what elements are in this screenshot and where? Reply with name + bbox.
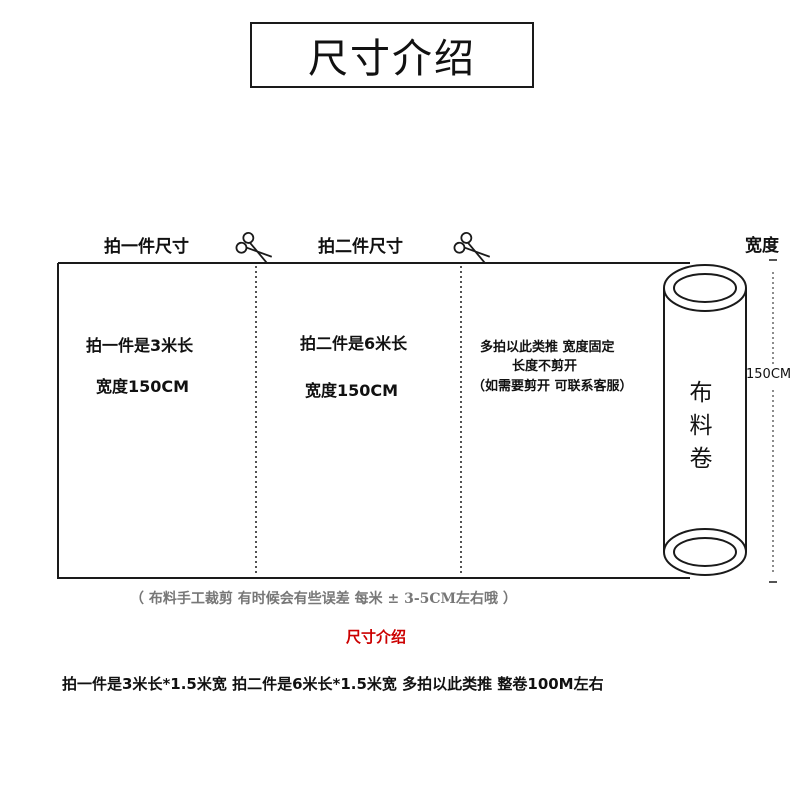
panel1-length: 拍一件是3米长	[86, 332, 193, 356]
panel1-width: 宽度150CM	[96, 373, 189, 397]
panel3-line2: 长度不剪开	[512, 355, 577, 374]
roll-label: 布料卷	[683, 377, 719, 476]
size-intro-subtitle: 尺寸介绍	[346, 626, 406, 647]
panel2-length: 拍二件是6米长	[300, 330, 407, 354]
panel3-line3: （如需要剪开 可联系客服）	[472, 375, 633, 394]
cutting-note: （ 布料手工裁剪 有时候会有些误差 每米 ± 3-5CM左右哦 ）	[130, 588, 517, 608]
panel3-line1: 多拍以此类推 宽度固定	[480, 336, 615, 355]
panel2-width: 宽度150CM	[305, 377, 398, 401]
width-value: 150CM	[746, 367, 791, 382]
width-label: 宽度	[745, 231, 779, 256]
size-summary: 拍一件是3米长*1.5米宽 拍二件是6米长*1.5米宽 多拍以此类推 整卷100…	[62, 673, 604, 694]
one-piece-size-label: 拍一件尺寸	[104, 232, 189, 257]
two-piece-size-label: 拍二件尺寸	[318, 232, 403, 257]
width-dimension	[769, 260, 777, 582]
fabric-outline	[58, 263, 690, 578]
